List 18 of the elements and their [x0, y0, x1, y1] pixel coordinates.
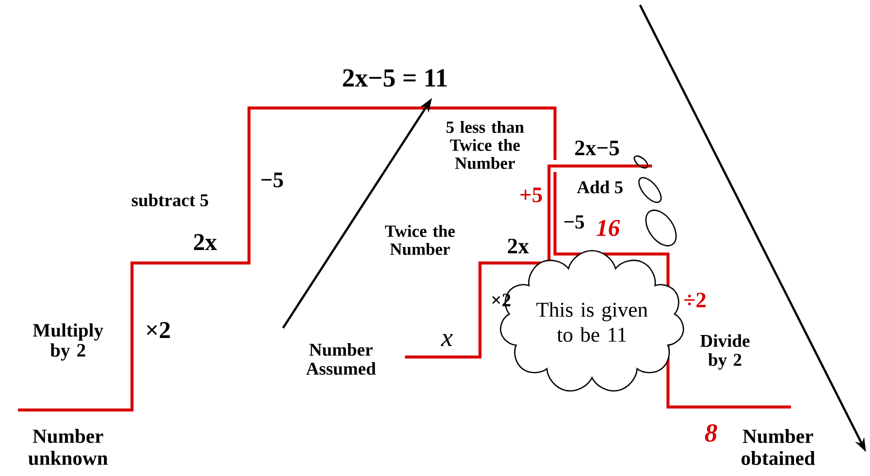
- value-label: 8: [704, 424, 718, 442]
- step-label: Twice the Number: [385, 225, 455, 255]
- step-label: Add 5: [576, 180, 623, 194]
- step-label: 5 less than Twice the Number: [446, 121, 524, 169]
- equation-label: 2x−5 = 11: [343, 69, 447, 87]
- step-label: Number Assumed: [306, 343, 376, 375]
- step-label: subtract 5: [132, 194, 208, 206]
- step-label: Multiply by 2: [32, 323, 104, 361]
- step-label: Number unknown: [28, 428, 108, 466]
- expression-label: x: [440, 334, 453, 346]
- step-label: Number obtained: [742, 428, 815, 466]
- operation-label: +5: [520, 188, 542, 202]
- expression-label: 2x: [194, 234, 217, 250]
- expression-label: 2x−5: [575, 140, 619, 156]
- operation-label: −5: [564, 215, 584, 229]
- operation-label: −5: [261, 172, 283, 188]
- operation-label: ×2: [146, 322, 170, 338]
- step-label: Divide by 2: [700, 334, 750, 370]
